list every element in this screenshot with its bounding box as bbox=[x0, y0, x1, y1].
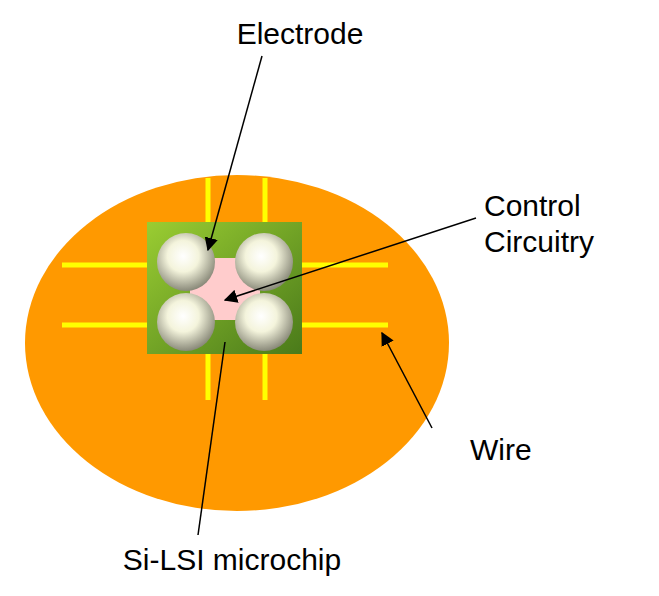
substrate-disc bbox=[25, 175, 449, 511]
leader-line bbox=[208, 56, 262, 250]
leader-line bbox=[225, 218, 476, 300]
wire bbox=[62, 323, 150, 328]
electrode bbox=[157, 233, 215, 291]
microchip bbox=[147, 222, 302, 354]
callout-label: Control Circuitry bbox=[484, 188, 624, 260]
callout-label: Wire bbox=[470, 432, 532, 468]
leader-lines bbox=[198, 56, 476, 535]
wire bbox=[263, 350, 268, 400]
wire bbox=[300, 323, 388, 328]
leader-line bbox=[382, 333, 432, 428]
wires bbox=[62, 178, 388, 400]
leader-line bbox=[198, 342, 225, 535]
wire bbox=[62, 263, 150, 268]
electrode bbox=[235, 233, 293, 291]
wire bbox=[300, 263, 388, 268]
electrode bbox=[157, 293, 215, 351]
callout-label: Electrode bbox=[237, 16, 364, 52]
wire bbox=[206, 350, 211, 400]
electrode bbox=[235, 293, 293, 351]
callout-label: Si-LSI microchip bbox=[123, 542, 341, 578]
